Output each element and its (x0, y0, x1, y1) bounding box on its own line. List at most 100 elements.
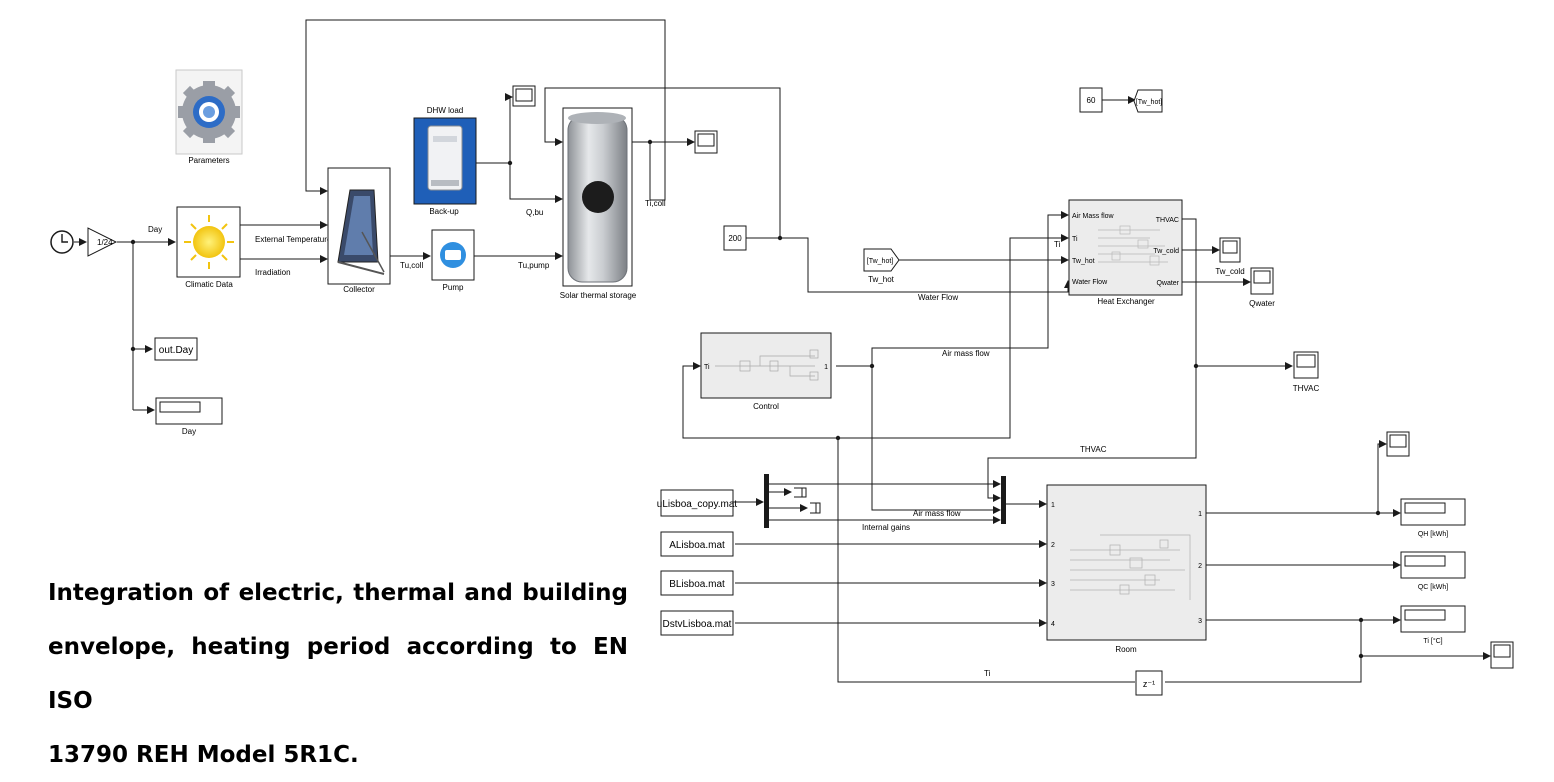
gear-icon (178, 81, 240, 143)
constant-200-value: 200 (728, 234, 742, 243)
caption-line-1: Integration of electric, thermal and bui… (48, 580, 628, 606)
label-ti: Ti (1054, 240, 1061, 249)
collector-block[interactable]: Collector (327, 167, 391, 294)
climatic-data-label: Climatic Data (185, 280, 233, 289)
tank-icon (567, 112, 628, 283)
control-block[interactable]: Ti 1 Control (700, 332, 832, 411)
caption-line-3: 13790 REH Model 5R1C. (48, 742, 359, 768)
from-tw-hot-tag: [Tw_hot] (867, 258, 894, 265)
display-ti[interactable]: Ti [°C] (1400, 605, 1466, 645)
collector-label: Collector (343, 285, 375, 294)
control-label: Control (753, 402, 779, 411)
control-out-1: 1 (824, 364, 828, 371)
caption-line-2: envelope, heating period according to EN… (48, 634, 628, 714)
room-in-1: 1 (1051, 502, 1055, 509)
scope-tw-cold[interactable]: Tw_cold (1215, 237, 1245, 276)
junction-dots (130, 139, 1381, 659)
day-display-block[interactable]: Day (155, 397, 223, 436)
label-thvac-signal: THVAC (1080, 445, 1107, 454)
gain-block[interactable]: 1/24 (87, 227, 118, 257)
room-in-4: 4 (1051, 621, 1055, 628)
mux-block[interactable] (1001, 476, 1006, 524)
pump-icon (440, 242, 466, 268)
he-in-water-flow: Water Flow (1072, 279, 1108, 286)
display-qc[interactable]: QC [kWh] (1400, 551, 1466, 591)
signal-labels: Day External Temperature Irradiation Tu,… (148, 199, 1107, 678)
pump-block[interactable]: Pump (431, 229, 475, 292)
storage-label: Solar thermal storage (560, 291, 637, 300)
control-in-ti: Ti (704, 364, 710, 371)
label-day: Day (148, 225, 162, 234)
from-tw-hot-block[interactable]: [Tw_hot] Tw_hot (863, 248, 900, 284)
label-ti-coll: Ti,coll (645, 199, 666, 208)
backup-block[interactable]: DHW load Back-up (413, 106, 477, 216)
file-u-block[interactable]: uLisboa_copy.mat (657, 489, 738, 517)
label-ext-temp: External Temperature (255, 235, 332, 244)
scope-qwater[interactable]: Qwater (1249, 267, 1275, 308)
label-tu-coll: Tu,coll (400, 261, 423, 270)
label-air-mass-flow-2: Air mass flow (913, 509, 961, 518)
file-u-label: uLisboa_copy.mat (657, 499, 738, 510)
he-in-tw-hot: Tw_hot (1072, 258, 1095, 265)
display-ti-label: Ti [°C] (1423, 637, 1442, 645)
heat-exchanger-label: Heat Exchanger (1097, 297, 1155, 306)
scope-thvac[interactable]: THVAC (1293, 351, 1320, 393)
label-q-bu: Q,bu (526, 208, 543, 217)
label-water-flow: Water Flow (918, 293, 958, 302)
boiler-icon (427, 125, 463, 191)
scope-ti[interactable] (1490, 641, 1514, 669)
to-workspace-block[interactable]: out.Day (154, 337, 198, 361)
scope-thvac-label: THVAC (1293, 384, 1320, 393)
room-out-3: 3 (1198, 618, 1202, 625)
file-d-block[interactable]: DstvLisboa.mat (660, 610, 734, 636)
he-out-thvac: THVAC (1156, 217, 1179, 224)
simulink-diagram: Day External Temperature Irradiation Tu,… (50, 19, 1514, 696)
scope-tw-cold-label: Tw_cold (1215, 267, 1244, 276)
backup-label: Back-up (429, 207, 459, 216)
parameters-label: Parameters (188, 156, 229, 165)
scope-qwater-label: Qwater (1249, 299, 1275, 308)
he-out-tw-cold: Tw_cold (1153, 248, 1179, 255)
he-out-qwater: Qwater (1156, 280, 1179, 287)
unit-delay-label: z⁻¹ (1143, 679, 1155, 689)
display-qh-label: QH [kWh] (1418, 531, 1448, 538)
he-in-ti: Ti (1072, 236, 1078, 243)
he-in-air-mass-flow: Air Mass flow (1072, 213, 1115, 220)
scope-qh[interactable] (1386, 431, 1410, 457)
display-qh[interactable]: QH [kWh] (1400, 498, 1466, 538)
clock-block[interactable] (50, 230, 74, 254)
file-d-label: DstvLisboa.mat (663, 619, 732, 630)
demux-block[interactable] (764, 474, 769, 528)
label-ti-bottom: Ti (984, 669, 991, 678)
solar-panel-icon (337, 189, 385, 275)
room-in-3: 3 (1051, 581, 1055, 588)
file-a-label: ALisboa.mat (669, 540, 725, 551)
constant-60-block[interactable]: 60 (1079, 87, 1103, 113)
label-air-mass-flow: Air mass flow (942, 349, 990, 358)
climatic-data-block[interactable]: Climatic Data (176, 206, 241, 289)
label-internal-gains: Internal gains (862, 523, 910, 532)
scope-dhw[interactable] (512, 85, 536, 107)
goto-tw-hot-block[interactable]: [Tw_hot] (1133, 89, 1163, 113)
day-display-label: Day (182, 427, 196, 436)
scope-storage[interactable] (694, 130, 718, 154)
heat-exchanger-block[interactable]: Air Mass flow Ti Tw_hot Water Flow THVAC… (1068, 199, 1183, 306)
sun-icon (184, 215, 234, 269)
terminator-1[interactable] (794, 487, 807, 498)
storage-block[interactable]: Solar thermal storage (560, 107, 637, 300)
from-tw-hot-label: Tw_hot (868, 275, 895, 284)
terminator-2[interactable] (810, 502, 821, 514)
room-block[interactable]: 1 2 3 4 1 2 3 Room (1046, 484, 1207, 654)
room-in-2: 2 (1051, 542, 1055, 549)
room-internal-sketch (1070, 534, 1191, 600)
constant-200-block[interactable]: 200 (723, 225, 747, 251)
parameters-block[interactable]: Parameters (175, 69, 243, 165)
constant-60-value: 60 (1087, 96, 1096, 105)
clock-icon (61, 234, 68, 243)
file-a-block[interactable]: ALisboa.mat (660, 531, 734, 557)
gain-value: 1/24 (97, 238, 113, 247)
file-b-block[interactable]: BLisboa.mat (660, 570, 734, 596)
unit-delay-block[interactable]: z⁻¹ (1135, 670, 1163, 696)
label-irradiation: Irradiation (255, 268, 291, 277)
control-internal-sketch (715, 349, 819, 381)
